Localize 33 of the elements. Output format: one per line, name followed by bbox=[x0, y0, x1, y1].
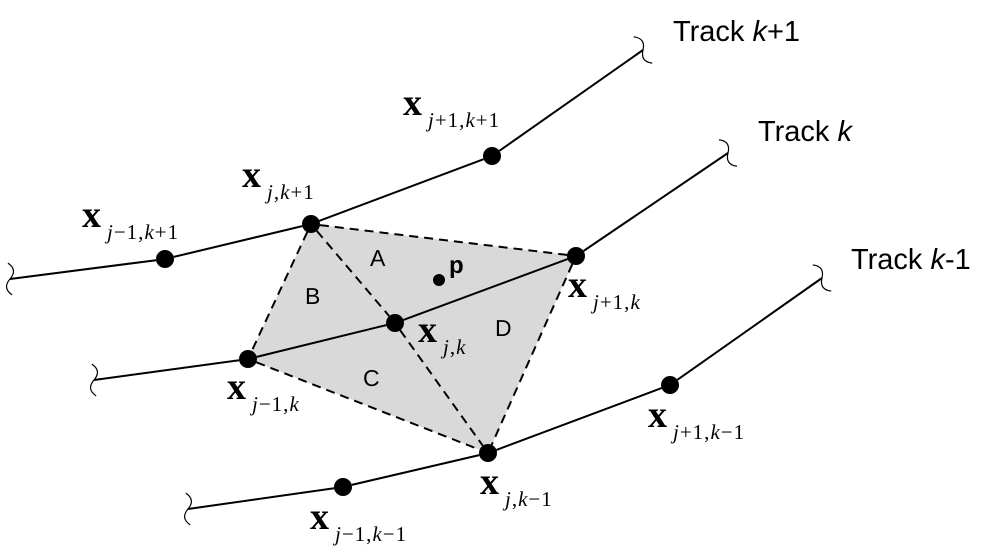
track-label: Track k-1 bbox=[851, 246, 971, 275]
track-line bbox=[496, 387, 662, 451]
track-line bbox=[94, 359, 240, 381]
point-dot bbox=[239, 350, 257, 368]
track-line bbox=[319, 158, 484, 222]
track-label: Track k+1 bbox=[673, 18, 800, 47]
track-line bbox=[676, 277, 823, 381]
track-line bbox=[498, 49, 644, 152]
point-dot bbox=[567, 247, 585, 265]
track-line bbox=[352, 454, 480, 486]
region-label: C bbox=[363, 367, 380, 390]
dashed-line bbox=[399, 330, 484, 446]
point-dot bbox=[483, 147, 501, 165]
track-label: Track k bbox=[758, 118, 852, 147]
point-dot bbox=[156, 250, 174, 268]
point-dot bbox=[334, 478, 352, 496]
track-line bbox=[10, 259, 156, 280]
track-line bbox=[188, 487, 334, 510]
region-label: B bbox=[305, 285, 320, 308]
point-dot bbox=[302, 215, 320, 233]
point-dot bbox=[661, 376, 679, 394]
track-line bbox=[582, 152, 729, 252]
dashed-line bbox=[320, 224, 568, 256]
track-line bbox=[256, 324, 387, 358]
dashed-line bbox=[490, 264, 574, 446]
region-label: A bbox=[370, 247, 386, 270]
track-line bbox=[403, 258, 568, 321]
track-line bbox=[174, 225, 302, 258]
region-label: D bbox=[495, 317, 512, 340]
dashed-line bbox=[250, 232, 308, 352]
point-dot bbox=[479, 444, 497, 462]
point-label: p bbox=[449, 254, 464, 278]
dashed-line bbox=[316, 230, 390, 317]
